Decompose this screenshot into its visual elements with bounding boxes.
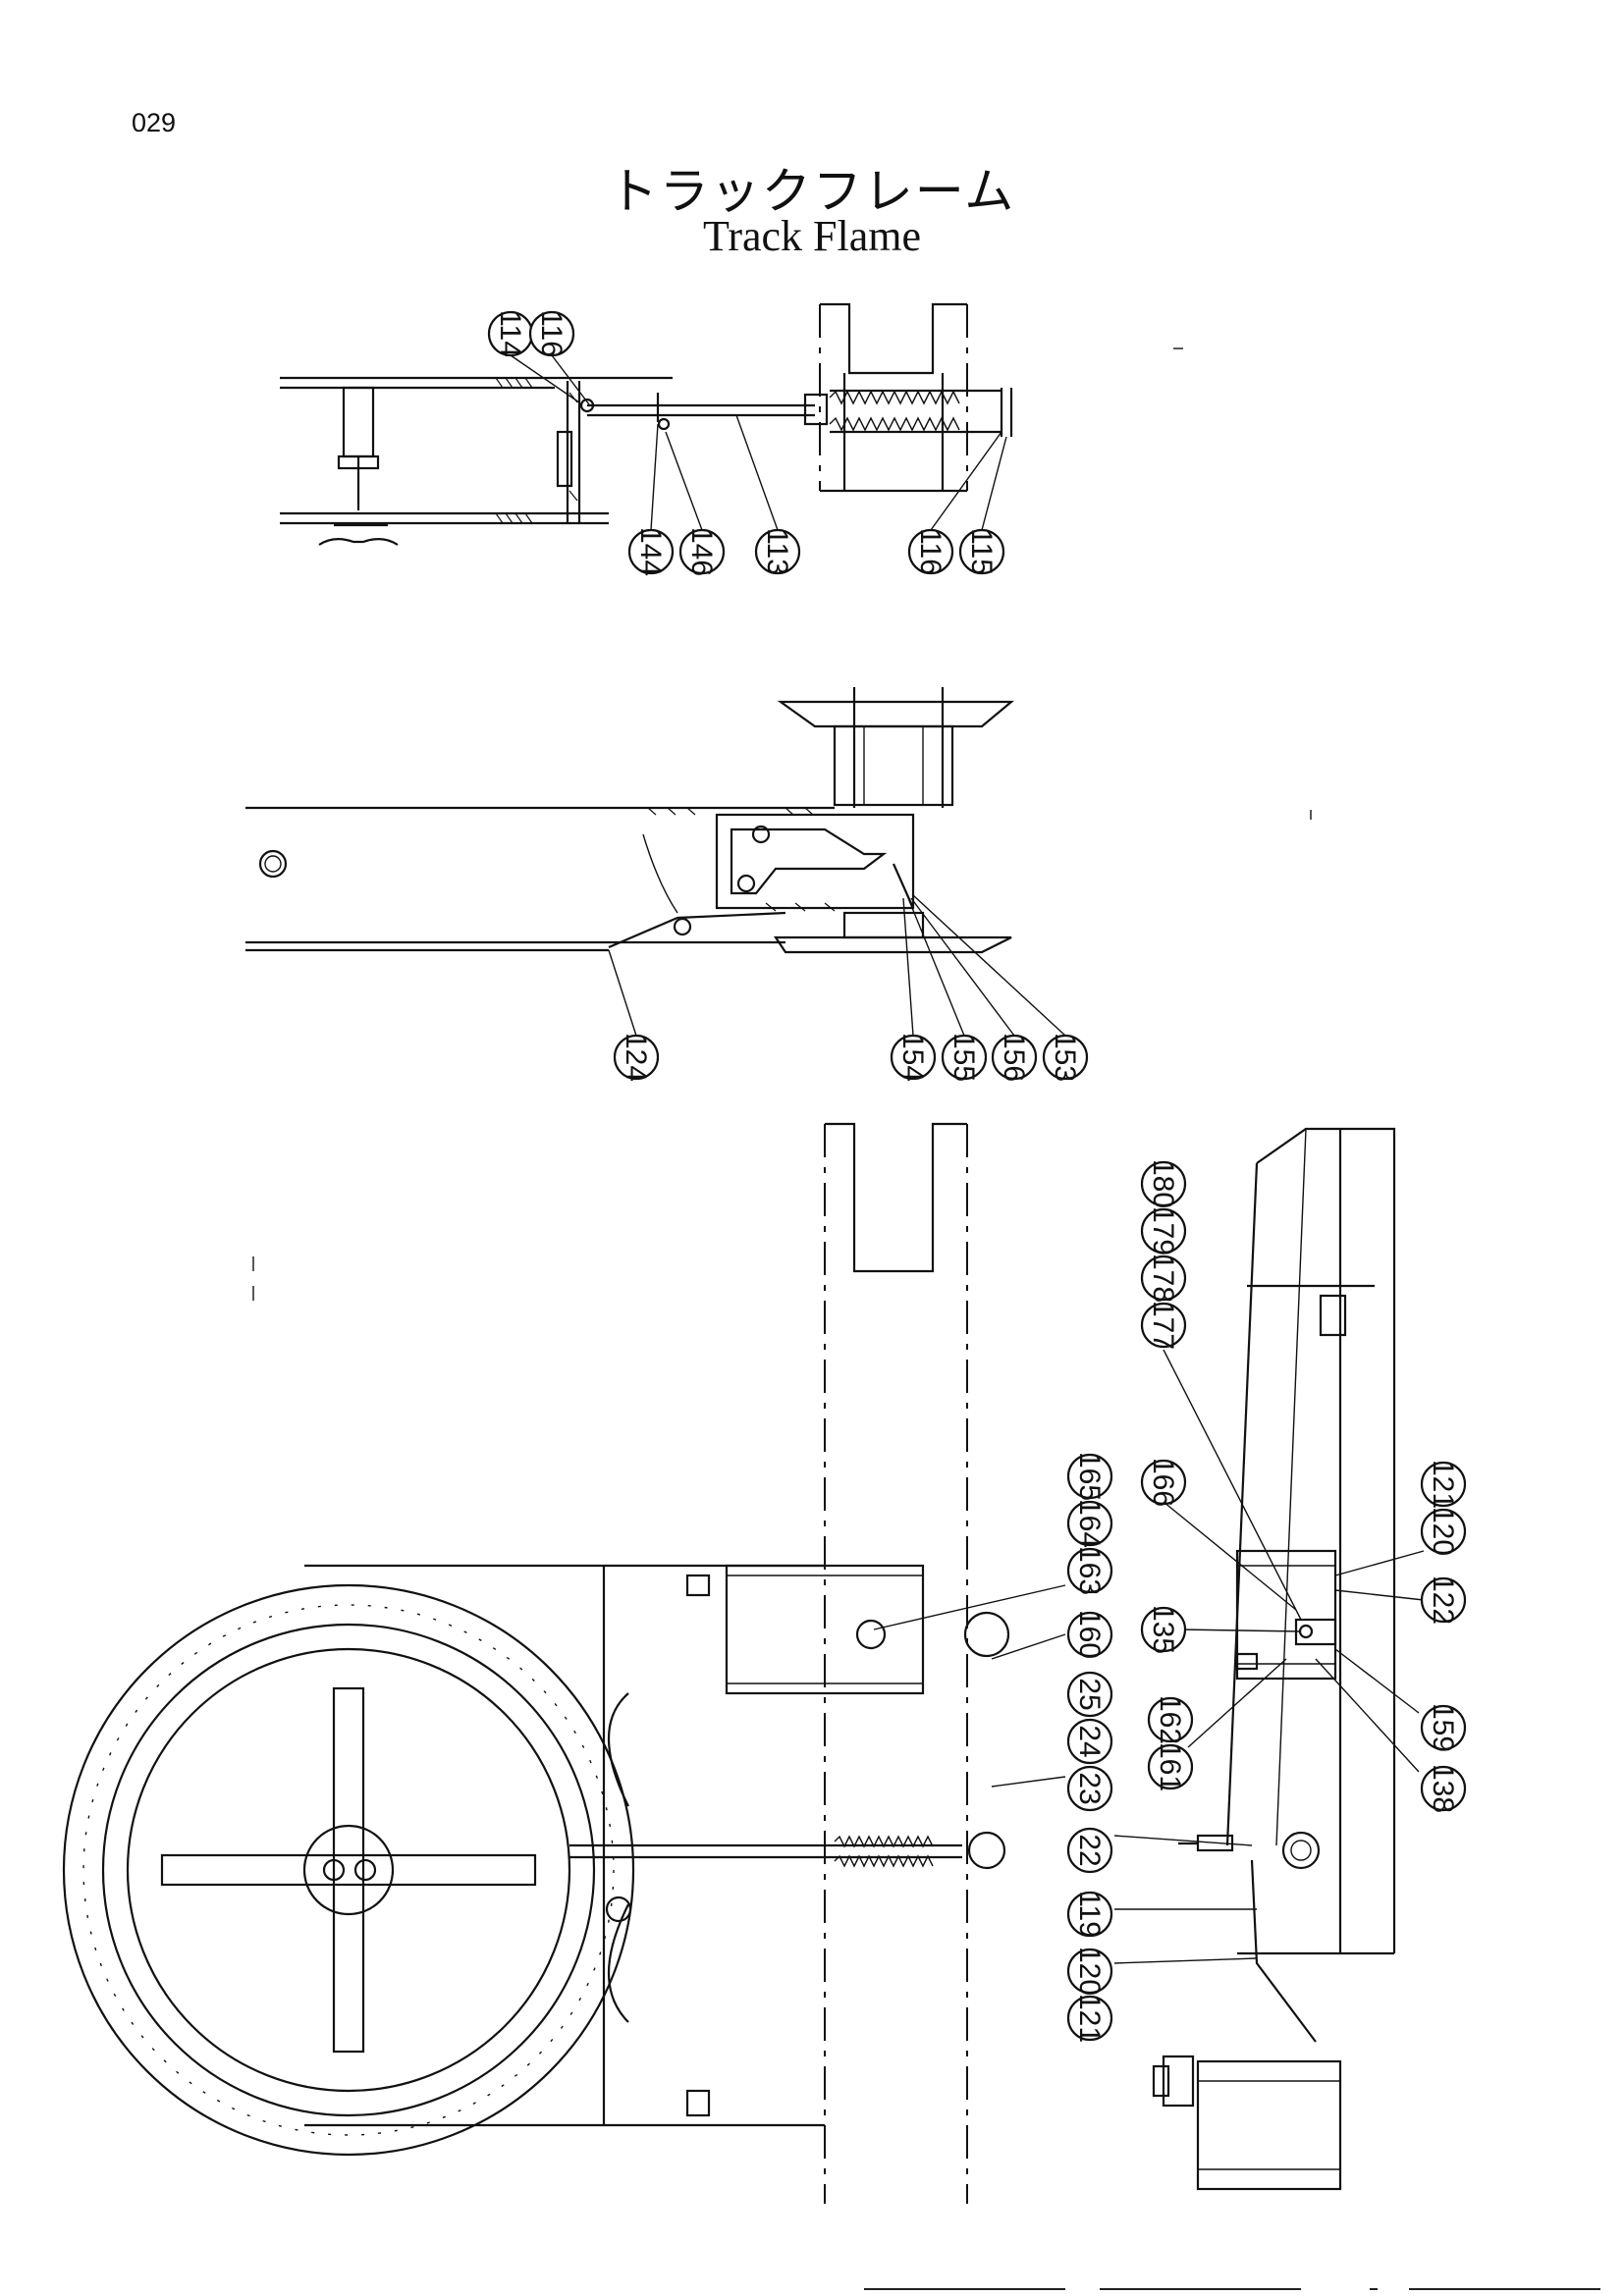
callout-25: 25 bbox=[1066, 1671, 1113, 1718]
svg-text:154: 154 bbox=[896, 1033, 929, 1082]
svg-text:155: 155 bbox=[947, 1033, 980, 1082]
svg-text:115: 115 bbox=[965, 528, 998, 575]
svg-text:138: 138 bbox=[1427, 1764, 1459, 1813]
svg-text:120: 120 bbox=[1073, 1947, 1106, 1996]
svg-text:165: 165 bbox=[1073, 1452, 1106, 1501]
callout-116b: 116 bbox=[907, 528, 954, 575]
callout-138: 138 bbox=[1420, 1764, 1467, 1813]
svg-text:178: 178 bbox=[1147, 1254, 1179, 1303]
callout-155: 155 bbox=[941, 1033, 988, 1082]
callout-163: 163 bbox=[1066, 1546, 1113, 1595]
callout-178: 178 bbox=[1140, 1254, 1187, 1303]
callout-135: 135 bbox=[1140, 1605, 1187, 1654]
side-detail-drawing bbox=[245, 687, 1066, 1037]
svg-text:116: 116 bbox=[535, 310, 568, 357]
svg-text:22: 22 bbox=[1073, 1834, 1106, 1866]
svg-text:180: 180 bbox=[1147, 1159, 1179, 1208]
plan-view-leaders bbox=[873, 1584, 1258, 1964]
svg-text:116: 116 bbox=[914, 528, 947, 575]
svg-text:119: 119 bbox=[1073, 1891, 1106, 1938]
svg-text:163: 163 bbox=[1073, 1546, 1106, 1595]
title-english: Track Flame bbox=[702, 212, 922, 260]
svg-text:160: 160 bbox=[1073, 1610, 1106, 1659]
footer-rule bbox=[864, 2288, 1065, 2290]
svg-text:146: 146 bbox=[685, 527, 718, 576]
callout-116: 116 bbox=[528, 310, 575, 357]
svg-text:114: 114 bbox=[494, 310, 526, 357]
callout-164: 164 bbox=[1066, 1499, 1113, 1548]
svg-text:162: 162 bbox=[1154, 1695, 1186, 1744]
section-view-drawing bbox=[1152, 1127, 1396, 2191]
section-view-leaders bbox=[1163, 1349, 1425, 1773]
title-japanese: トラックフレーム bbox=[608, 163, 1016, 220]
svg-text:24: 24 bbox=[1073, 1725, 1106, 1757]
svg-text:144: 144 bbox=[634, 527, 667, 576]
svg-text:113: 113 bbox=[761, 528, 793, 575]
callout-120: 120 bbox=[1066, 1947, 1113, 1996]
svg-text:179: 179 bbox=[1147, 1206, 1179, 1255]
plan-view-callouts: 163 164 165 160 25 24 23 22 119 120 121 bbox=[1066, 1452, 1113, 2043]
callout-160: 160 bbox=[1066, 1610, 1113, 1659]
callout-22: 22 bbox=[1066, 1827, 1113, 1874]
callout-114: 114 bbox=[487, 310, 534, 357]
top-detail-drawing bbox=[280, 302, 1013, 546]
svg-text:177: 177 bbox=[1147, 1301, 1179, 1350]
callout-180: 180 bbox=[1140, 1159, 1187, 1208]
callout-121b: 121 bbox=[1420, 1460, 1467, 1509]
svg-text:135: 135 bbox=[1147, 1605, 1179, 1654]
section-view-callouts: 177 178 179 180 166 120 121 122 135 161 … bbox=[1140, 1159, 1467, 1813]
svg-text:156: 156 bbox=[998, 1033, 1030, 1082]
svg-text:121: 121 bbox=[1427, 1460, 1459, 1509]
callout-146: 146 bbox=[678, 527, 726, 576]
callout-115: 115 bbox=[958, 528, 1005, 575]
svg-text:121: 121 bbox=[1073, 1994, 1106, 2043]
callout-177: 177 bbox=[1140, 1301, 1187, 1350]
callout-156: 156 bbox=[991, 1033, 1038, 1082]
footer-rule bbox=[1370, 2288, 1378, 2290]
callout-144: 144 bbox=[627, 527, 675, 576]
callout-154: 154 bbox=[890, 1033, 937, 1082]
side-detail-callouts: 124 154 155 156 153 bbox=[613, 1033, 1089, 1082]
callout-24: 24 bbox=[1066, 1718, 1113, 1765]
svg-text:159: 159 bbox=[1427, 1703, 1459, 1752]
svg-text:164: 164 bbox=[1073, 1499, 1106, 1548]
callout-121: 121 bbox=[1066, 1994, 1113, 2043]
callout-165: 165 bbox=[1066, 1452, 1113, 1501]
footer-rule bbox=[1100, 2288, 1301, 2290]
plan-view-drawing bbox=[62, 1122, 1010, 2204]
callout-161: 161 bbox=[1147, 1742, 1194, 1791]
svg-text:153: 153 bbox=[1049, 1033, 1081, 1082]
svg-text:161: 161 bbox=[1154, 1742, 1186, 1791]
callout-162: 162 bbox=[1147, 1695, 1194, 1744]
callout-124: 124 bbox=[613, 1033, 660, 1082]
footer-rule bbox=[1409, 2288, 1600, 2290]
svg-text:122: 122 bbox=[1427, 1575, 1459, 1625]
callout-159: 159 bbox=[1420, 1703, 1467, 1752]
callout-179: 179 bbox=[1140, 1206, 1187, 1255]
page-number: 029 bbox=[132, 108, 177, 137]
svg-text:124: 124 bbox=[620, 1033, 652, 1082]
svg-text:166: 166 bbox=[1147, 1458, 1179, 1507]
callout-119: 119 bbox=[1066, 1891, 1113, 1938]
callout-113: 113 bbox=[754, 528, 801, 575]
svg-text:23: 23 bbox=[1073, 1772, 1106, 1804]
svg-text:120: 120 bbox=[1427, 1507, 1459, 1556]
callout-120b: 120 bbox=[1420, 1507, 1467, 1556]
svg-text:25: 25 bbox=[1073, 1678, 1106, 1710]
callout-23: 23 bbox=[1066, 1765, 1113, 1812]
callout-166: 166 bbox=[1140, 1458, 1187, 1507]
top-detail-callouts: 114 116 144 146 113 116 115 bbox=[487, 310, 1005, 576]
callout-122: 122 bbox=[1420, 1575, 1467, 1625]
callout-153: 153 bbox=[1042, 1033, 1089, 1082]
